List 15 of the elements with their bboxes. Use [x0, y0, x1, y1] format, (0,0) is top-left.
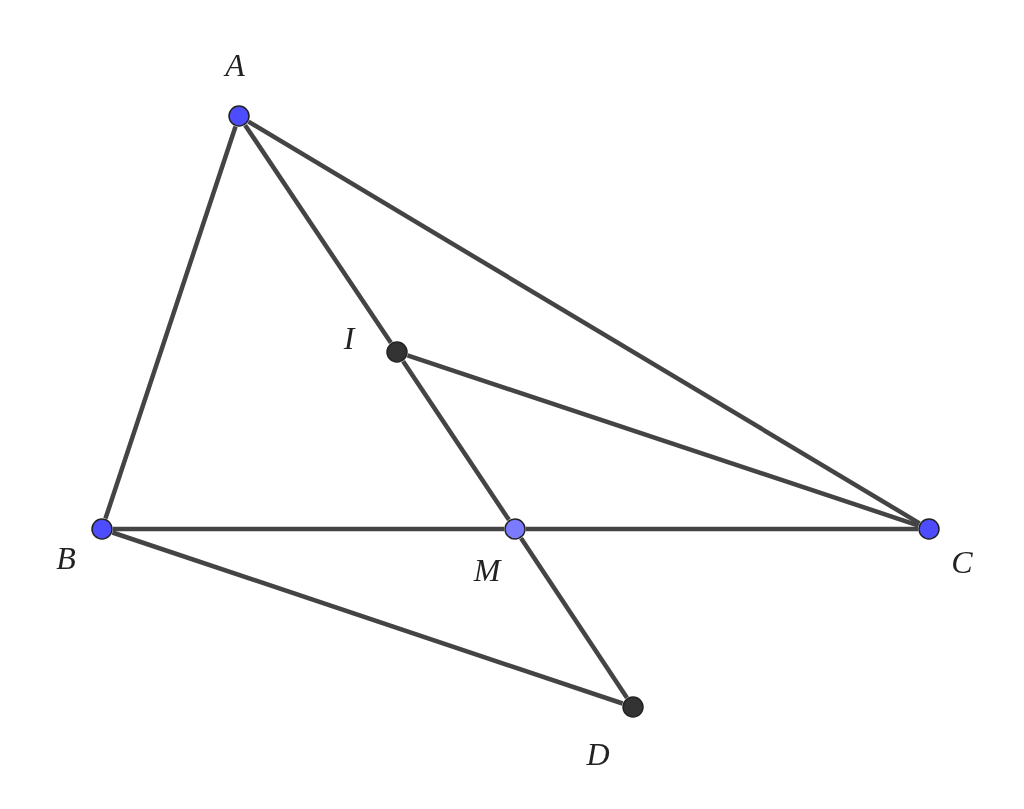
line-segment — [526, 526, 918, 532]
line-segment — [247, 119, 921, 526]
line-segment — [113, 526, 504, 532]
point-label: C — [951, 546, 973, 578]
line-segment — [519, 536, 629, 700]
line-segment — [111, 530, 624, 706]
line-segment — [406, 353, 920, 528]
point-label: M — [473, 554, 501, 586]
line-segment — [401, 359, 511, 522]
line-segment — [103, 125, 238, 520]
point-label: I — [343, 322, 355, 354]
point-label: B — [56, 542, 76, 574]
line-segment — [243, 123, 393, 345]
point-label: D — [586, 738, 610, 770]
point-label: A — [225, 49, 245, 81]
